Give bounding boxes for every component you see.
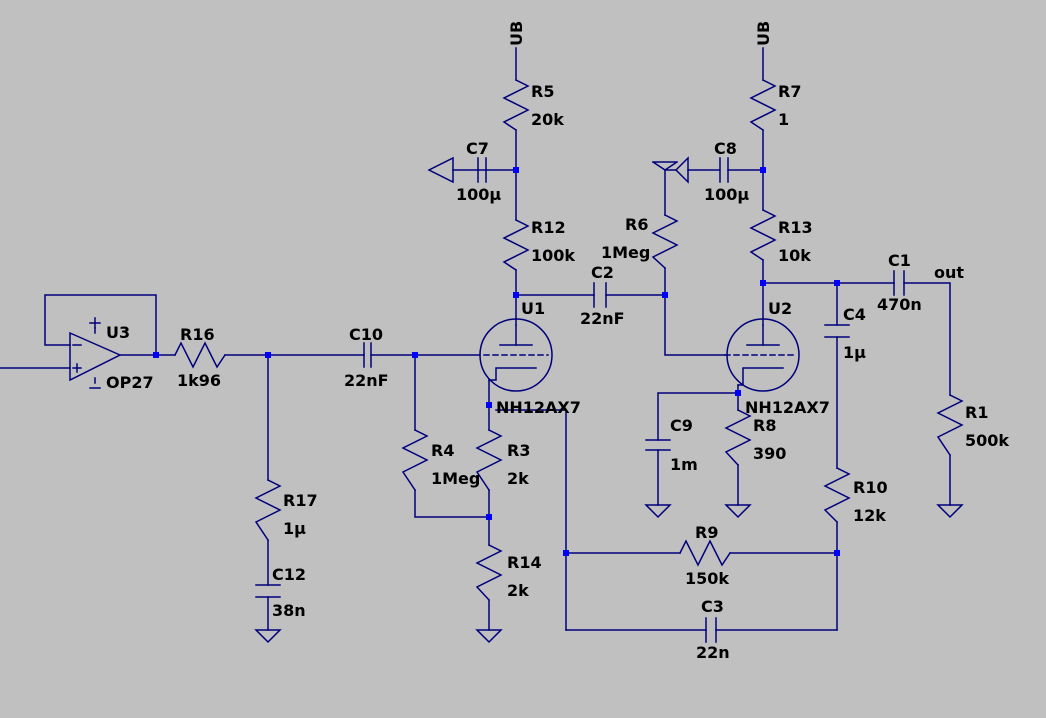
resistor-r1: [936, 393, 964, 457]
net-label-out: out: [934, 263, 964, 282]
capacitor-c8: [687, 157, 729, 183]
u2-ref: U2: [768, 299, 792, 318]
u2-value: NH12AX7: [745, 398, 830, 417]
ground-icon: [644, 504, 672, 519]
c8-ref: C8: [714, 139, 737, 158]
capacitor-c1: [893, 270, 905, 296]
c12-ref: C12: [272, 565, 306, 584]
c10-value: 22nF: [344, 371, 389, 390]
r13-ref: R13: [778, 218, 813, 237]
capacitor-c7: [452, 157, 487, 183]
resistor-r4: [401, 428, 429, 492]
triode-tube-u2: [724, 318, 800, 392]
r12-ref: R12: [531, 218, 566, 237]
capacitor-c3: [705, 617, 717, 643]
grounds: [254, 156, 964, 644]
u1-ref: U1: [521, 299, 545, 318]
capacitor-c10: [363, 342, 372, 368]
resistor-r16: [173, 341, 227, 369]
r14-value: 2k: [507, 581, 529, 600]
r1-ref: R1: [965, 403, 988, 422]
resistor-r3: [475, 428, 503, 492]
supply-label-ub-right: UB: [754, 21, 773, 46]
r14-ref: R14: [507, 553, 542, 572]
resistor-r14: [475, 543, 503, 602]
r9-ref: R9: [695, 523, 718, 542]
r4-value: 1Meg: [431, 469, 480, 488]
capacitors: [255, 157, 905, 643]
c10-ref: C10: [349, 325, 383, 344]
triode-tube-u1: [479, 318, 553, 392]
c9-ref: C9: [670, 416, 693, 435]
supply-label-ub-left: UB: [507, 21, 526, 46]
r3-value: 2k: [507, 469, 529, 488]
c4-value: 1µ: [843, 343, 866, 362]
opamp-u3: [69, 317, 122, 389]
c2-ref: C2: [591, 263, 614, 282]
r16-value: 1k96: [177, 371, 221, 390]
resistor-r8: [724, 408, 752, 467]
c2-value: 22nF: [580, 309, 625, 328]
resistor-r6: [651, 213, 679, 270]
c7-ref: C7: [466, 139, 489, 158]
ground-icon: [936, 504, 964, 519]
resistor-r5: [502, 78, 530, 132]
ground-icon: [427, 156, 454, 184]
resistor-r10: [823, 466, 851, 524]
resistor-r12: [502, 218, 530, 272]
c8-value: 100µ: [704, 185, 749, 204]
c1-value: 470n: [877, 295, 922, 314]
resistor-r7: [749, 78, 777, 132]
r5-value: 20k: [531, 110, 564, 129]
r3-ref: R3: [507, 441, 530, 460]
resistor-r13: [749, 208, 777, 262]
ground-icon: [475, 629, 503, 644]
r12-value: 100k: [531, 246, 575, 265]
c12-value: 38n: [272, 601, 306, 620]
ground-icon: [724, 504, 752, 519]
capacitor-c9: [645, 439, 671, 451]
r6-value: 1Meg: [601, 243, 650, 262]
r10-ref: R10: [853, 478, 888, 497]
r9-value: 150k: [685, 569, 729, 588]
labels: UB UB out R5 20k R7 1 C7 100µ C8 100µ R1…: [106, 21, 1009, 662]
resistor-r17: [254, 478, 282, 542]
c7-value: 100µ: [456, 185, 501, 204]
capacitor-c4: [824, 324, 850, 338]
r10-value: 12k: [853, 506, 886, 525]
c9-value: 1m: [670, 455, 698, 474]
r1-value: 500k: [965, 431, 1009, 450]
junctions: [153, 167, 840, 556]
r16-ref: R16: [180, 325, 215, 344]
u1-value: NH12AX7: [496, 398, 581, 417]
capacitor-c12: [255, 584, 281, 598]
resistors: [173, 78, 964, 602]
u3-value: OP27: [106, 373, 154, 392]
c4-ref: C4: [843, 305, 866, 324]
r8-ref: R8: [753, 416, 776, 435]
r4-ref: R4: [431, 441, 454, 460]
c3-value: 22n: [696, 643, 730, 662]
u3-ref: U3: [106, 323, 130, 342]
r7-value: 1: [778, 110, 789, 129]
r7-ref: R7: [778, 82, 801, 101]
r17-value: 1µ: [283, 519, 306, 538]
c1-ref: C1: [888, 251, 911, 270]
r5-ref: R5: [531, 82, 554, 101]
c3-ref: C3: [701, 597, 724, 616]
ground-icon: [674, 156, 689, 184]
r17-ref: R17: [283, 491, 318, 510]
ground-icon: [254, 629, 282, 644]
resistor-r9: [678, 539, 732, 567]
wires: [0, 47, 951, 631]
r8-value: 390: [753, 444, 786, 463]
r13-value: 10k: [778, 246, 811, 265]
capacitor-c2: [593, 282, 607, 308]
ground-icon: [651, 160, 679, 172]
r6-ref: R6: [625, 215, 648, 234]
